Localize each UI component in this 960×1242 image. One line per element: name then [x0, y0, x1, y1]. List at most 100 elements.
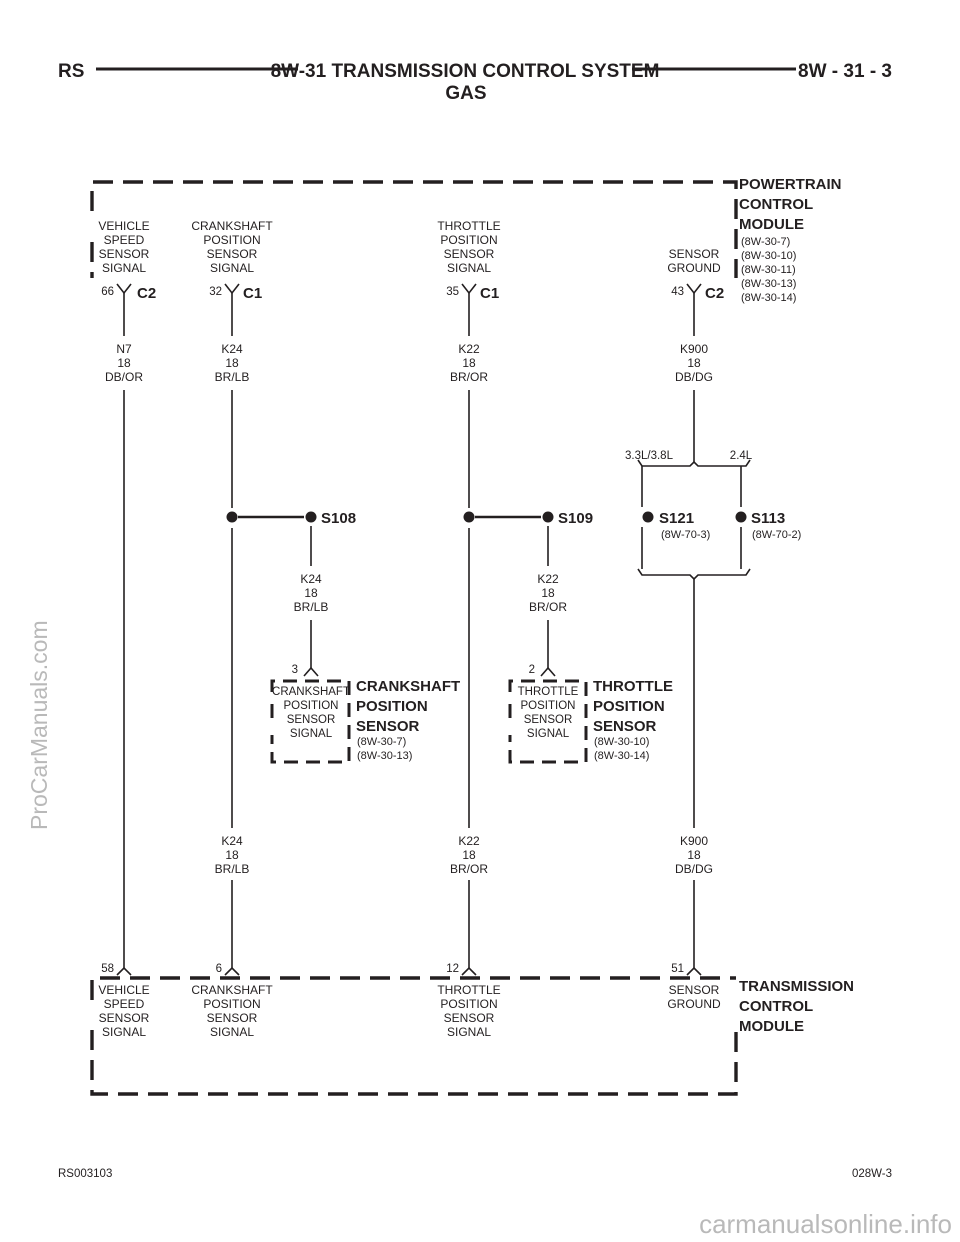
splice-dot-s121	[642, 511, 654, 523]
label-k22-bot-1: K22	[458, 834, 480, 848]
wires	[123, 293, 751, 968]
pcm-name-3: MODULE	[739, 216, 804, 233]
label-k24-top-1: K24	[221, 342, 243, 356]
pcm-pin-32: 32	[209, 286, 222, 298]
page-header: RS 8W-31 TRANSMISSION CONTROL SYSTEM 8W …	[58, 61, 892, 104]
tcm-terminal-12	[461, 966, 477, 976]
tcm-pin-vss-label-1: VEHICLE	[98, 983, 149, 997]
tcm-pin-ckp-label-3: SENSOR	[207, 1011, 258, 1025]
tcm-pin-gnd-label-1: SENSOR	[669, 983, 720, 997]
label-k24-bot-2: 18	[225, 848, 239, 862]
pcm-pin-tps-label-2: POSITION	[440, 233, 497, 247]
pcm-pin-gnd-label-2: GROUND	[667, 261, 721, 275]
splice-dot-k22	[463, 511, 475, 523]
label-k22-mid-1: K22	[537, 572, 559, 586]
pcm-pin-ckp-label-4: SIGNAL	[210, 261, 254, 275]
ckp-ref-1: (8W-30-7)	[357, 736, 406, 748]
pcm-pin-vss-label-4: SIGNAL	[102, 261, 146, 275]
pcm-connector-c1-a: C1	[243, 285, 262, 302]
side-watermark: ProCarManuals.com	[26, 620, 52, 830]
pcm-connector-c2-b: C2	[705, 285, 724, 302]
tps-inner-4: SIGNAL	[527, 728, 570, 740]
ckp-terminal	[303, 666, 319, 677]
pcm-pin-vss-label-1: VEHICLE	[98, 219, 149, 233]
ckp-dashed-outline	[270, 679, 351, 764]
tcm-pin-tps-label-1: THROTTLE	[437, 983, 500, 997]
ckp-inner-2: POSITION	[284, 700, 339, 712]
tcm-terminal-6	[224, 966, 240, 976]
tps-inner-1: THROTTLE	[518, 686, 579, 698]
splice-s121-label: S121	[659, 510, 694, 527]
label-k22-mid-2: 18	[541, 586, 555, 600]
splice-dot-k24	[226, 511, 238, 523]
header-title: 8W-31 TRANSMISSION CONTROL SYSTEM	[271, 61, 660, 82]
pcm-pin-35: 35	[446, 286, 459, 298]
label-k900-top-3: DB/DG	[675, 370, 713, 384]
pcm-terminal-43	[686, 283, 702, 295]
label-k900-bot-3: DB/DG	[675, 862, 713, 876]
label-k22-bot-3: BR/OR	[450, 862, 488, 876]
tcm-pin-6: 6	[216, 963, 222, 975]
tcm-pin-ckp-label-2: POSITION	[203, 997, 260, 1011]
label-k22-top-3: BR/OR	[450, 370, 488, 384]
tcm-pin-vss-label-4: SIGNAL	[102, 1025, 146, 1039]
tcm-pin-vss-label-2: SPEED	[104, 997, 145, 1011]
label-n7-top-1: N7	[116, 342, 132, 356]
tps-name-1: THROTTLE	[593, 678, 673, 695]
label-k22-mid-3: BR/OR	[529, 600, 567, 614]
tcm-pin-58: 58	[101, 963, 114, 975]
tcm-pin-vss-label-3: SENSOR	[99, 1011, 150, 1025]
splice-s109-label: S109	[558, 510, 593, 527]
label-n7-top-3: DB/OR	[105, 370, 143, 384]
wire-labels: N7 18 DB/OR K24 18 BR/LB K22 18 BR/OR K9…	[105, 342, 713, 876]
tps-ref-2: (8W-30-14)	[594, 750, 649, 762]
label-k24-top-3: BR/LB	[215, 370, 250, 384]
tps-dashed-outline	[508, 679, 588, 764]
pcm-pin-ckp-label-2: POSITION	[203, 233, 260, 247]
ckp-inner-4: SIGNAL	[290, 728, 333, 740]
tcm-pin-ckp-label-4: SIGNAL	[210, 1025, 254, 1039]
tcm-pin-tps-label-4: SIGNAL	[447, 1025, 491, 1039]
pcm-connector-c1-b: C1	[480, 285, 499, 302]
tcm-name-1: TRANSMISSION	[739, 978, 854, 995]
pcm-dashed-outline	[90, 180, 738, 278]
splice-s113-ref: (8W-70-2)	[752, 529, 801, 541]
label-k24-bot-3: BR/LB	[215, 862, 250, 876]
splices: S108 S109 S121 (8W-70-3) S113 (8W-70-2)	[226, 510, 801, 541]
pcm-pin-gnd-label-1: SENSOR	[669, 247, 720, 261]
tps-name-3: SENSOR	[593, 718, 657, 735]
tcm-terminal-58	[116, 966, 132, 976]
tcm-pin-12: 12	[446, 963, 459, 975]
label-k24-mid-1: K24	[300, 572, 322, 586]
pcm-name-1: POWERTRAIN	[739, 176, 842, 193]
ckp-inner-3: SENSOR	[287, 714, 336, 726]
ckp-inner-1: CRANKSHAFT	[272, 686, 350, 698]
splice-s113-label: S113	[751, 510, 785, 527]
tps-inner-2: POSITION	[521, 700, 576, 712]
footer-right: 028W-3	[852, 1168, 892, 1180]
splice-s121-ref: (8W-70-3)	[661, 529, 710, 541]
pcm-terminal-35	[461, 283, 477, 295]
pcm-terminal-66	[116, 283, 132, 295]
pcm-module: POWERTRAIN CONTROL MODULE (8W-30-7) (8W-…	[90, 176, 842, 304]
pcm-name-2: CONTROL	[739, 196, 813, 213]
pcm-pin-ckp-label-1: CRANKSHAFT	[191, 219, 273, 233]
pcm-pin-vss-label-2: SPEED	[104, 233, 145, 247]
tps-ref-1: (8W-30-10)	[594, 736, 649, 748]
pcm-pin-ckp-label-3: SENSOR	[207, 247, 258, 261]
label-k24-bot-1: K24	[221, 834, 243, 848]
pcm-pin-tps-label-1: THROTTLE	[437, 219, 500, 233]
label-k22-bot-2: 18	[462, 848, 476, 862]
option-bracket-bottom	[637, 568, 751, 581]
pcm-ref-2: (8W-30-10)	[741, 250, 796, 262]
label-k22-top-1: K22	[458, 342, 480, 356]
ckp-name-2: POSITION	[356, 698, 428, 715]
footer-left: RS003103	[58, 1168, 112, 1180]
ckp-ref-2: (8W-30-13)	[357, 750, 412, 762]
label-k900-bot-2: 18	[687, 848, 701, 862]
tcm-pin-ckp-label-1: CRANKSHAFT	[191, 983, 273, 997]
bottom-watermark: carmanualsonline.info	[699, 1209, 952, 1239]
pcm-ref-3: (8W-30-11)	[741, 264, 796, 276]
label-k900-bot-1: K900	[680, 834, 708, 848]
tps-inner-3: SENSOR	[524, 714, 573, 726]
